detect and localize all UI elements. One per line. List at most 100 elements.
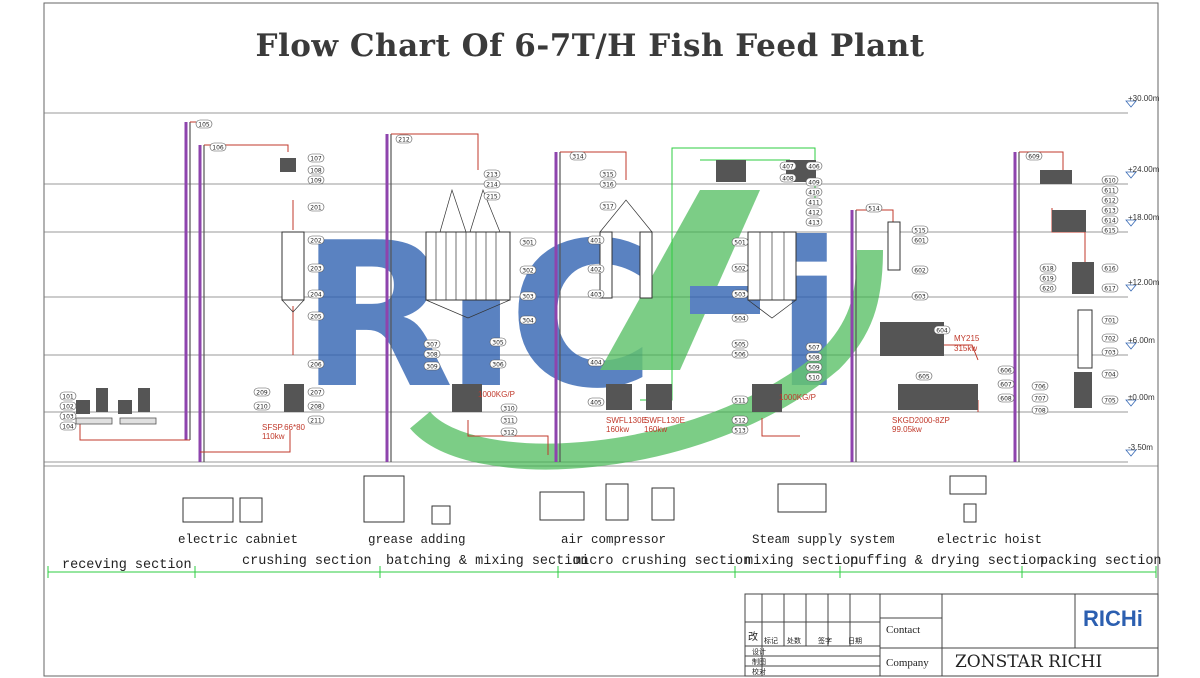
tag-number-bubble: 404 xyxy=(587,357,605,367)
tag-number-text: 405 xyxy=(590,400,602,407)
tag-number-text: 307 xyxy=(426,342,438,349)
tag-number-text: 101 xyxy=(62,394,74,401)
tag-number-bubble: 306 xyxy=(489,359,507,369)
tag-number-bubble: 614 xyxy=(1101,215,1119,225)
tag-number-bubble: 301 xyxy=(519,237,537,247)
tag-number-text: 612 xyxy=(1104,198,1116,205)
elevation-label: +30.00m xyxy=(1128,94,1160,103)
elevation-label: -3.50m xyxy=(1128,443,1153,452)
tag-number-text: 305 xyxy=(492,340,504,347)
tag-number-bubble: 707 xyxy=(1031,393,1049,403)
tag-number-text: 508 xyxy=(808,355,820,362)
elevation-label: +12.00m xyxy=(1128,278,1160,287)
tag-number-bubble: 706 xyxy=(1031,381,1049,391)
elevation-label: +6.00m xyxy=(1128,336,1155,345)
tag-number-bubble: 207 xyxy=(307,387,325,397)
tag-number-text: 514 xyxy=(868,206,880,213)
tag-number-text: 317 xyxy=(602,204,614,211)
equipment-tag: 160kw xyxy=(606,425,630,434)
tag-number-bubble: 702 xyxy=(1101,333,1119,343)
tag-number-bubble: 609 xyxy=(1025,151,1043,161)
tag-number-bubble: 601 xyxy=(911,235,929,245)
tag-number-bubble: 213 xyxy=(483,169,501,179)
section-label: packing section xyxy=(1040,554,1162,569)
revision-mark: 改 xyxy=(748,632,758,643)
tag-number-text: 413 xyxy=(808,220,820,227)
equipment-tag: MY215 xyxy=(954,334,980,343)
equipment-label: air compressor xyxy=(561,533,667,547)
tag-number-bubble: 208 xyxy=(307,401,325,411)
tag-number-text: 707 xyxy=(1034,396,1046,403)
section-label: receving section xyxy=(62,558,192,573)
tag-number-bubble: 409 xyxy=(805,177,823,187)
tag-number-text: 102 xyxy=(62,404,74,411)
section-label: puffing & drying section xyxy=(850,554,1045,569)
tag-number-text: 403 xyxy=(590,292,602,299)
tag-number-bubble: 307 xyxy=(423,339,441,349)
tag-number-text: 103 xyxy=(62,414,74,421)
tag-number-text: 602 xyxy=(914,268,926,275)
tag-number-text: 620 xyxy=(1042,286,1054,293)
equipment-tag: 1000KG/P xyxy=(779,393,816,402)
sheet-border xyxy=(43,2,1159,677)
tag-number-text: 314 xyxy=(572,154,584,161)
equipment-tag: SFSP.66*80 xyxy=(262,423,305,432)
tag-number-bubble: 107 xyxy=(307,153,325,163)
tag-number-text: 703 xyxy=(1104,350,1116,357)
tag-number-bubble: 610 xyxy=(1101,175,1119,185)
tag-number-bubble: 412 xyxy=(805,207,823,217)
tag-number-text: 706 xyxy=(1034,384,1046,391)
tag-number-text: 214 xyxy=(486,182,498,189)
tag-number-text: 513 xyxy=(734,428,746,435)
tag-number-text: 315 xyxy=(602,172,614,179)
tag-number-bubble: 606 xyxy=(997,365,1015,375)
tag-number-text: 201 xyxy=(310,205,322,212)
tag-number-text: 503 xyxy=(734,292,746,299)
tag-number-text: 507 xyxy=(808,345,820,352)
section-dimension-line xyxy=(47,566,1157,578)
tag-number-bubble: 312 xyxy=(500,427,518,437)
tag-number-text: 617 xyxy=(1104,286,1116,293)
tag-number-text: 610 xyxy=(1104,178,1116,185)
tag-number-text: 211 xyxy=(310,418,322,425)
tag-number-bubble: 411 xyxy=(805,197,823,207)
tag-number-text: 613 xyxy=(1104,208,1116,215)
equipment-tag: 160kw xyxy=(644,425,668,434)
tag-number-bubble: 620 xyxy=(1039,283,1057,293)
tag-number-text: 511 xyxy=(734,398,746,405)
tag-number-bubble: 212 xyxy=(395,134,413,144)
tag-number-bubble: 604 xyxy=(933,325,951,335)
tag-number-text: 304 xyxy=(522,318,534,325)
elevation-label: +18.00m xyxy=(1128,213,1160,222)
tag-number-bubble: 615 xyxy=(1101,225,1119,235)
tag-number-bubble: 205 xyxy=(307,311,325,321)
tag-number-text: 215 xyxy=(486,194,498,201)
tag-number-text: 408 xyxy=(782,176,794,183)
tag-number-text: 104 xyxy=(62,424,74,431)
tag-number-text: 607 xyxy=(1000,382,1012,389)
tag-number-text: 702 xyxy=(1104,336,1116,343)
tag-number-bubble: 704 xyxy=(1101,369,1119,379)
tag-number-text: 502 xyxy=(734,266,746,273)
tag-number-text: 601 xyxy=(914,238,926,245)
elevation-markers xyxy=(1125,100,1137,457)
tag-number-bubble: 105 xyxy=(195,119,213,129)
header-cell: 处数 xyxy=(787,637,801,645)
tag-number-text: 603 xyxy=(914,294,926,301)
tag-number-text: 311 xyxy=(503,418,515,425)
section-label: micro crushing section xyxy=(573,554,752,569)
tag-number-text: 406 xyxy=(808,164,820,171)
tag-number-text: 106 xyxy=(212,145,224,152)
tag-number-text: 411 xyxy=(808,200,820,207)
company-label: Company xyxy=(886,657,929,669)
tag-number-text: 105 xyxy=(198,122,210,129)
tag-number-text: 614 xyxy=(1104,218,1116,225)
tag-number-bubble: 408 xyxy=(779,173,797,183)
tag-number-text: 208 xyxy=(310,404,322,411)
tag-number-bubble: 317 xyxy=(599,201,617,211)
tag-number-bubble: 405 xyxy=(587,397,605,407)
tag-number-bubble: 109 xyxy=(307,175,325,185)
company-logo: RICHi xyxy=(1083,606,1143,631)
